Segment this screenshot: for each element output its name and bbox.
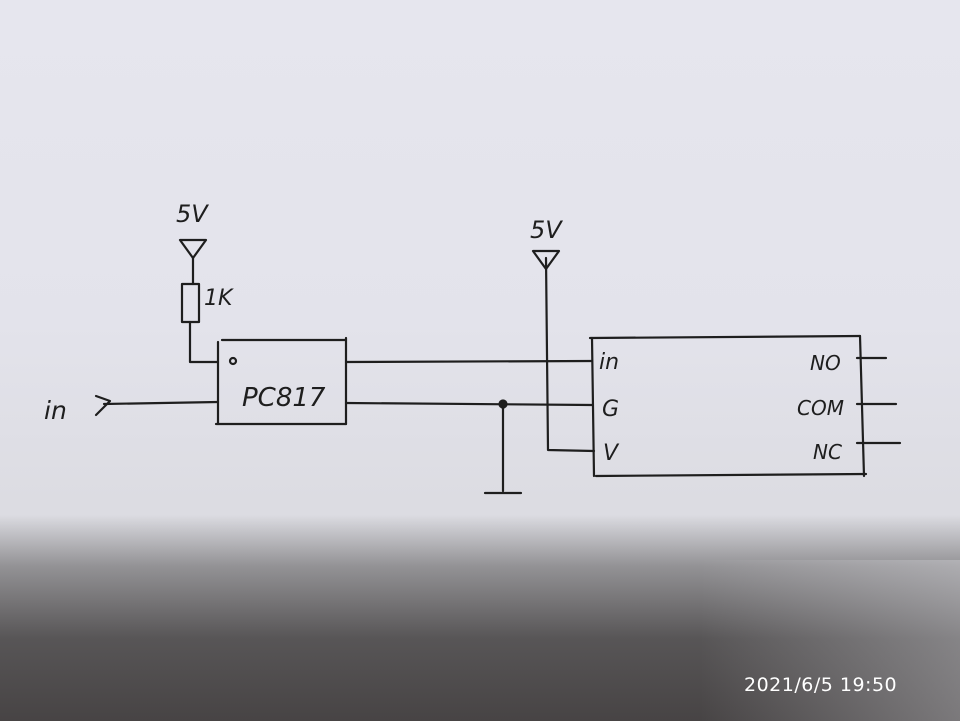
- resistor-label: 1K: [204, 286, 234, 311]
- supply-5v-left-symbol: [178, 238, 208, 286]
- pin1-marker: [228, 356, 238, 366]
- relay-pin-com-label: COM: [797, 396, 844, 420]
- relay-pin-g-label: G: [602, 397, 619, 422]
- relay-pin-nc-label: NC: [813, 440, 842, 464]
- supply-5v-right-label: 5V: [530, 216, 563, 244]
- hand-shadow: [0, 515, 960, 721]
- input-arrow: [94, 394, 220, 417]
- shadow-highlight: [700, 560, 960, 721]
- supply-5v-right-symbol: [531, 249, 596, 453]
- photo-timestamp: 2021/6/5 19:50: [744, 674, 898, 696]
- opto-to-relay-in-wire: [344, 359, 594, 364]
- supply-5v-left-label: 5V: [176, 200, 209, 228]
- relay-pin-v-label: V: [603, 441, 620, 466]
- optocoupler-box: [214, 336, 348, 426]
- resistor-to-opto-wire: [188, 320, 220, 364]
- optocoupler-label: PC817: [242, 383, 326, 413]
- relay-module-box: [588, 334, 868, 478]
- resistor-1k: [180, 282, 201, 324]
- relay-pin-in-label: in: [599, 350, 619, 375]
- opto-to-relay-g-wire: [344, 401, 594, 407]
- input-label: in: [44, 396, 67, 425]
- relay-pin-no-label: NO: [810, 351, 841, 375]
